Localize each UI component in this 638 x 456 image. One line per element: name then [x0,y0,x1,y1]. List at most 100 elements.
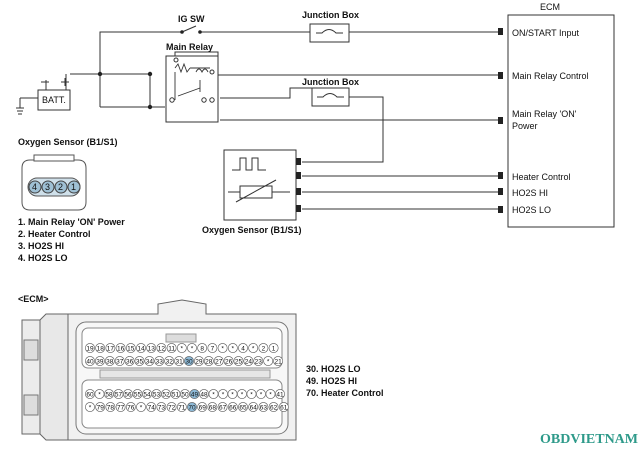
ecm-pin-ho2s-lo: HO2S LO [512,205,551,215]
sensor-box [223,149,297,221]
ecm-pin [233,356,244,366]
ecm-pin-label: 66 [229,404,237,411]
main-relay-label: Main Relay [166,42,213,52]
ecm-pin [218,389,228,399]
ecm-pin [124,356,135,366]
ecm-pin-label: * [191,345,194,352]
ecm-pin [227,343,238,353]
ecm-pin [95,343,106,353]
ecm-pin-label: * [232,345,235,352]
ecm-pin-label: 61 [280,404,288,411]
ecm-pin-label: 63 [260,404,268,411]
ecm-pin-label: 2 [262,345,266,352]
ecm-pin [151,389,162,399]
ecm-pin [85,356,95,366]
ecm-pin [208,389,219,399]
ecm-pin-label: 8 [200,345,204,352]
battery-label: BATT. [42,95,66,105]
fuse-1-icon [316,29,343,34]
ecm-pin-label: * [212,391,215,398]
sensor-pin-1-label: 1 [71,182,76,192]
ecm-pin-label: 48 [200,391,208,398]
ecm-pin [85,343,95,353]
ecm-pin-label: * [98,391,101,398]
ecm-pin [275,389,285,399]
ecm-pin-label: * [250,391,253,398]
ecm-pin-label: 70 [188,404,196,411]
ecm-pin-label: * [221,345,224,352]
ecm-pin [197,402,208,412]
ecm-pin [184,356,194,366]
battery-box [37,89,71,111]
junction-box-2-label: Junction Box [302,77,359,87]
ecm-pin [85,389,95,399]
ecm-pin-label: 33 [156,358,164,365]
ecm-pin-label: * [269,391,272,398]
sensor-pin-list-4: 4. HO2S LO [18,253,68,263]
ecm-pin-label: * [140,404,143,411]
ecm-pin-label: 72 [168,404,176,411]
ecm-pin [238,402,248,412]
ecm-connector-body [21,299,297,441]
ecm-pin-label: * [89,404,92,411]
ecm-pin [207,343,218,353]
ecm-pin-label: 49 [191,391,199,398]
ecm-pin [227,402,238,412]
ecm-pin [237,389,247,399]
ecm-pin [207,402,218,412]
junction-box-1 [309,23,350,43]
ecm-pin [176,402,187,412]
ecm-pin-label: 30 [185,358,193,365]
battery-terminals [16,74,69,115]
ecm-pin [213,356,224,366]
ig-sw-label: IG SW [178,14,205,24]
ecm-pin-label: 62 [270,404,278,411]
sensor-pin-4-label: 4 [32,182,37,192]
junction-box-1-label: Junction Box [302,10,359,20]
ecm-pin [199,389,209,399]
ecm-pin-label: * [222,391,225,398]
ecm-pin-label: * [181,345,184,352]
ecm-connector-title: <ECM> [18,294,49,304]
ecm-pin-main-relay-control: Main Relay Control [512,71,589,81]
ecm-pin [134,356,145,366]
ecm-pin [180,389,190,399]
ecm-pin-label: 13 [148,345,156,352]
ecm-pin-label: 27 [215,358,223,365]
ecm-pin-label: 31 [175,358,183,365]
fuse-2-icon [317,93,344,98]
ecm-pin [164,356,175,366]
ecm-pin [125,343,136,353]
ecm-pin [197,343,208,353]
ecm-pin [105,402,116,412]
sensor-pin-3-label: 3 [45,182,50,192]
ecm-pin-label: 28 [205,358,213,365]
ecm-pin-list-3: 70. Heater Control [306,388,384,398]
ecm-pin-label: * [267,358,270,365]
ecm-pin-on-start: ON/START Input [512,28,580,38]
ecm-pin-label: * [231,391,234,398]
ecm-pin-label: 73 [158,404,166,411]
ecm-pin-label: 23 [255,358,263,365]
ecm-pin [193,356,204,366]
ecm-pin [187,402,197,412]
ecm-pin [273,356,283,366]
ecm-pin-label: * [241,391,244,398]
ecm-pin [268,402,279,412]
ecm-pin [104,356,115,366]
ecm-pin-label: 56 [124,391,132,398]
watermark: OBDVIETNAM [540,432,638,447]
ecm-pin [263,356,274,366]
ecm-pin-label: 29 [195,358,203,365]
ecm-pin [203,356,214,366]
sensor-element-icon [228,157,290,203]
sensor-pin-2 [54,180,68,194]
ecm-pin [238,343,248,353]
wire-junctions [97,30,202,110]
ecm-pin [95,402,106,412]
ecm-pin [176,343,187,353]
ecm-pin [166,402,177,412]
ecm-pin [146,402,157,412]
ecm-pin [105,343,116,353]
ecm-pin-label: 54 [143,391,151,398]
